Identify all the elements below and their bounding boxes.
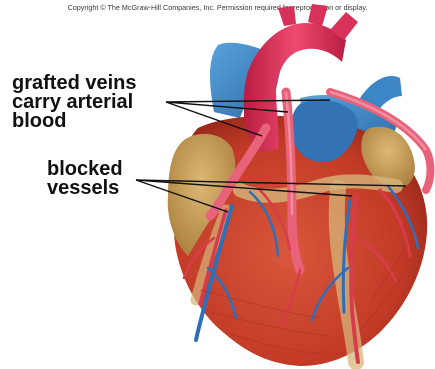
blocked-vessels-label: blocked vessels bbox=[47, 160, 123, 198]
grafted-veins-label: grafted veins carry arterial blood bbox=[12, 74, 136, 131]
label-line: vessels bbox=[47, 179, 123, 198]
label-line: blood bbox=[12, 112, 136, 131]
